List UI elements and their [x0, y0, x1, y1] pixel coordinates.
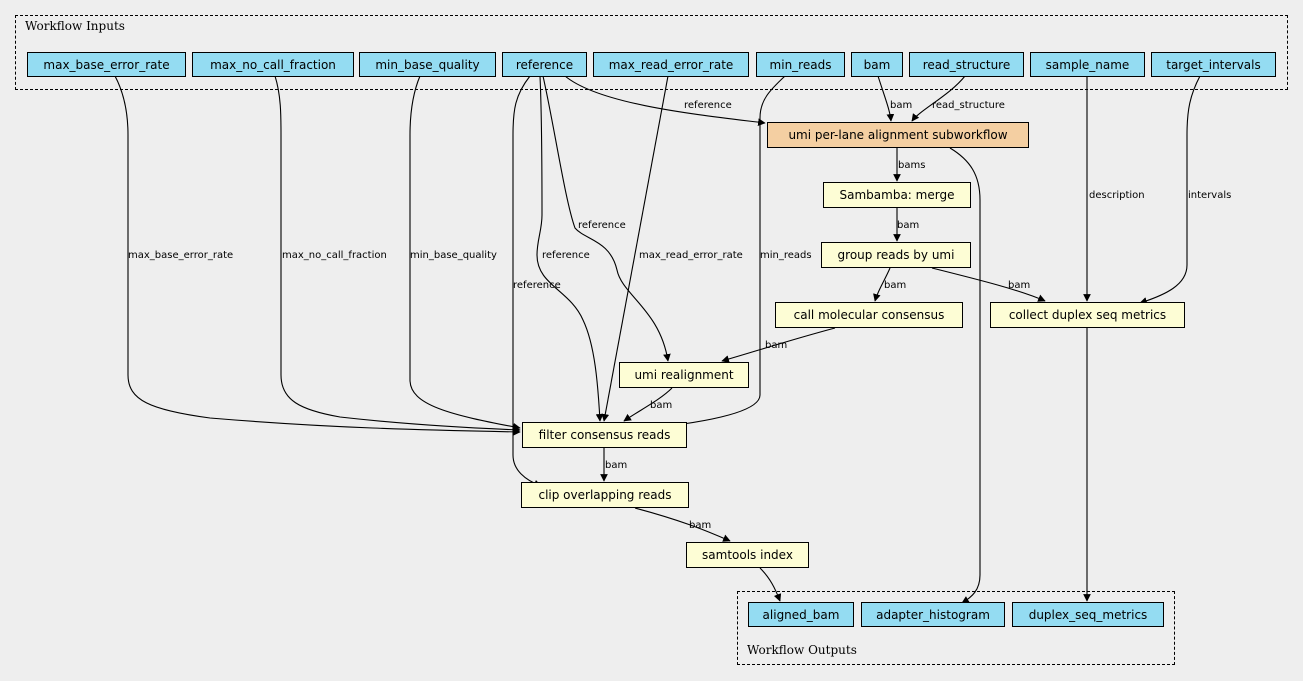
- output-duplex-seq-metrics[interactable]: duplex_seq_metrics: [1012, 602, 1164, 627]
- edge-max-no-call-fraction-to-filter-consensus: [274, 75, 521, 434]
- edge-umi-realignment-to-filter-consensus: [623, 387, 673, 422]
- step-call-molecular-consensus[interactable]: call molecular consensus: [775, 302, 963, 328]
- edge-read-structure-to-umi-subworkflow: [911, 75, 966, 122]
- edge-label-sample-to-collect: description: [1089, 190, 1145, 201]
- edge-group-reads-to-collect-metrics: [931, 267, 1046, 302]
- edge-max-read-error-rate-to-filter-consensus: [601, 75, 669, 422]
- input-sample-name[interactable]: sample_name: [1030, 52, 1145, 77]
- input-min-base-quality[interactable]: min_base_quality: [359, 52, 496, 77]
- edge-label-group-to-call: bam: [884, 280, 906, 291]
- edge-label-mbq-to-filter: min_base_quality: [410, 250, 497, 261]
- edge-label-filter-to-clip: bam: [605, 460, 627, 471]
- edge-reference-to-umi-subworkflow: [564, 75, 766, 126]
- edge-label-mncf-to-filter: max_no_call_fraction: [282, 250, 387, 261]
- edge-samtools-index-to-aligned-bam: [759, 567, 782, 602]
- step-umi-realignment[interactable]: umi realignment: [619, 362, 749, 388]
- input-max-no-call-fraction[interactable]: max_no_call_fraction: [192, 52, 354, 77]
- edge-label-call-to-realign: bam: [765, 340, 787, 351]
- workflow-outputs-cluster: [737, 591, 1175, 665]
- edge-umi-subworkflow-to-adapter-histogram: [949, 147, 981, 604]
- input-reference[interactable]: reference: [502, 52, 587, 77]
- edge-label-mber-to-filter: max_base_error_rate: [128, 250, 233, 261]
- input-max-read-error-rate[interactable]: max_read_error_rate: [593, 52, 749, 77]
- input-bam[interactable]: bam: [851, 52, 903, 77]
- step-sambamba-merge[interactable]: Sambamba: merge: [823, 182, 971, 208]
- edge-clip-overlapping-to-samtools-index: [634, 507, 731, 542]
- edge-label-rs-to-umi: read_structure: [932, 100, 1005, 111]
- edge-label-mrer-to-filter: max_read_error_rate: [639, 250, 743, 261]
- edge-label-ref-to-umi: reference: [684, 100, 732, 111]
- edge-max-base-error-rate-to-filter-consensus: [114, 75, 521, 436]
- edge-label-clip-to-index: bam: [689, 520, 711, 531]
- edge-label-bam-to-umi: bam: [890, 100, 912, 111]
- workflow-inputs-label: Workflow Inputs: [25, 19, 125, 33]
- edge-group-reads-to-call-consensus: [873, 267, 891, 302]
- edge-min-reads-to-filter-consensus: [659, 75, 786, 431]
- edge-reference-to-clip-overlapping: [512, 75, 542, 488]
- edge-label-intervals-to-collect: intervals: [1188, 190, 1231, 201]
- edge-label-group-to-collect: bam: [1008, 280, 1030, 291]
- step-filter-consensus-reads[interactable]: filter consensus reads: [522, 422, 687, 448]
- input-target-intervals[interactable]: target_intervals: [1151, 52, 1276, 77]
- input-read-structure[interactable]: read_structure: [909, 52, 1024, 77]
- edge-call-consensus-to-umi-realignment: [721, 327, 836, 363]
- edge-bam-to-umi-subworkflow: [877, 75, 895, 122]
- edge-label-ref-to-filter: reference: [542, 250, 590, 261]
- input-max-base-error-rate[interactable]: max_base_error_rate: [27, 52, 186, 77]
- output-aligned-bam[interactable]: aligned_bam: [748, 602, 854, 627]
- output-adapter-histogram[interactable]: adapter_histogram: [861, 602, 1005, 627]
- edge-label-merge-to-group: bam: [897, 220, 919, 231]
- step-collect-duplex-seq-metrics[interactable]: collect duplex seq metrics: [990, 302, 1185, 328]
- edge-label-ref-to-clip: reference: [513, 280, 561, 291]
- edge-label-realign-to-filter: bam: [650, 400, 672, 411]
- input-min-reads[interactable]: min_reads: [756, 52, 845, 77]
- workflow-outputs-label: Workflow Outputs: [747, 643, 857, 657]
- step-umi-per-lane-alignment-subworkflow[interactable]: umi per-lane alignment subworkflow: [767, 122, 1029, 148]
- edge-min-base-quality-to-filter-consensus: [409, 75, 521, 431]
- step-clip-overlapping-reads[interactable]: clip overlapping reads: [521, 482, 689, 508]
- edge-label-ref-to-realign: reference: [578, 220, 626, 231]
- step-group-reads-by-umi[interactable]: group reads by umi: [821, 242, 971, 268]
- edge-label-minreads-to-filter: min_reads: [760, 250, 812, 261]
- edge-label-umi-to-merge: bams: [898, 160, 925, 171]
- edge-reference-to-filter-consensus: [536, 75, 604, 422]
- edge-reference-to-umi-realignment: [542, 75, 671, 362]
- edge-target-intervals-to-collect-metrics: [1139, 75, 1201, 305]
- workflow-inputs-cluster: [15, 15, 1288, 90]
- step-samtools-index[interactable]: samtools index: [686, 542, 809, 568]
